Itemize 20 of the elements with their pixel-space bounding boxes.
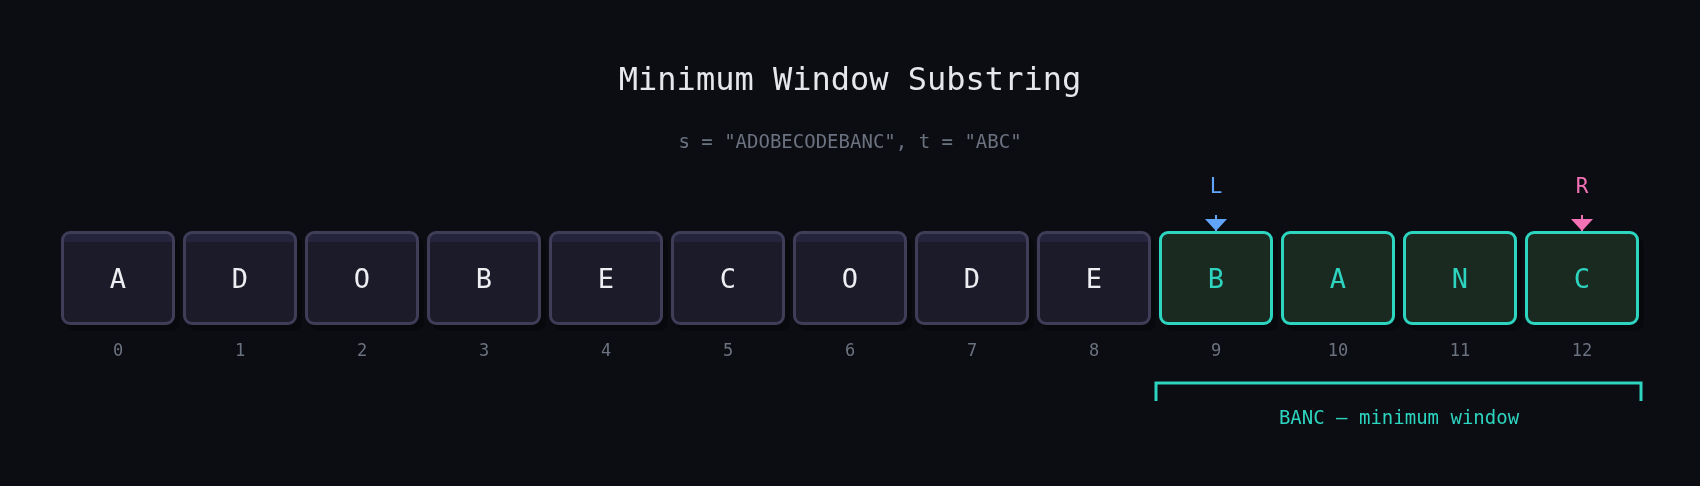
pointer-label: L xyxy=(1209,175,1223,215)
index-label: 6 xyxy=(844,340,856,360)
index-label: 11 xyxy=(1449,340,1471,360)
bracket-label: BANC — minimum window xyxy=(1278,405,1520,429)
index-label: 3 xyxy=(478,340,490,360)
index-label: 7 xyxy=(966,340,978,360)
subtitle: s = "ADOBECODEBANC", t = "ABC" xyxy=(678,129,1022,153)
pointer-arrow xyxy=(1571,214,1593,232)
pointer-arrow xyxy=(1205,214,1227,232)
index-label: 2 xyxy=(356,340,368,360)
index-label: 0 xyxy=(112,340,124,360)
index-label: 9 xyxy=(1210,340,1222,360)
diagram-title: Minimum Window Substring xyxy=(618,60,1082,98)
index-label: 1 xyxy=(234,340,246,360)
index-label: 8 xyxy=(1088,340,1100,360)
pointer-label: R xyxy=(1575,175,1589,215)
index-label: 5 xyxy=(722,340,734,360)
index-label: 4 xyxy=(600,340,612,360)
index-label: 12 xyxy=(1571,340,1593,360)
index-label: 10 xyxy=(1327,340,1349,360)
